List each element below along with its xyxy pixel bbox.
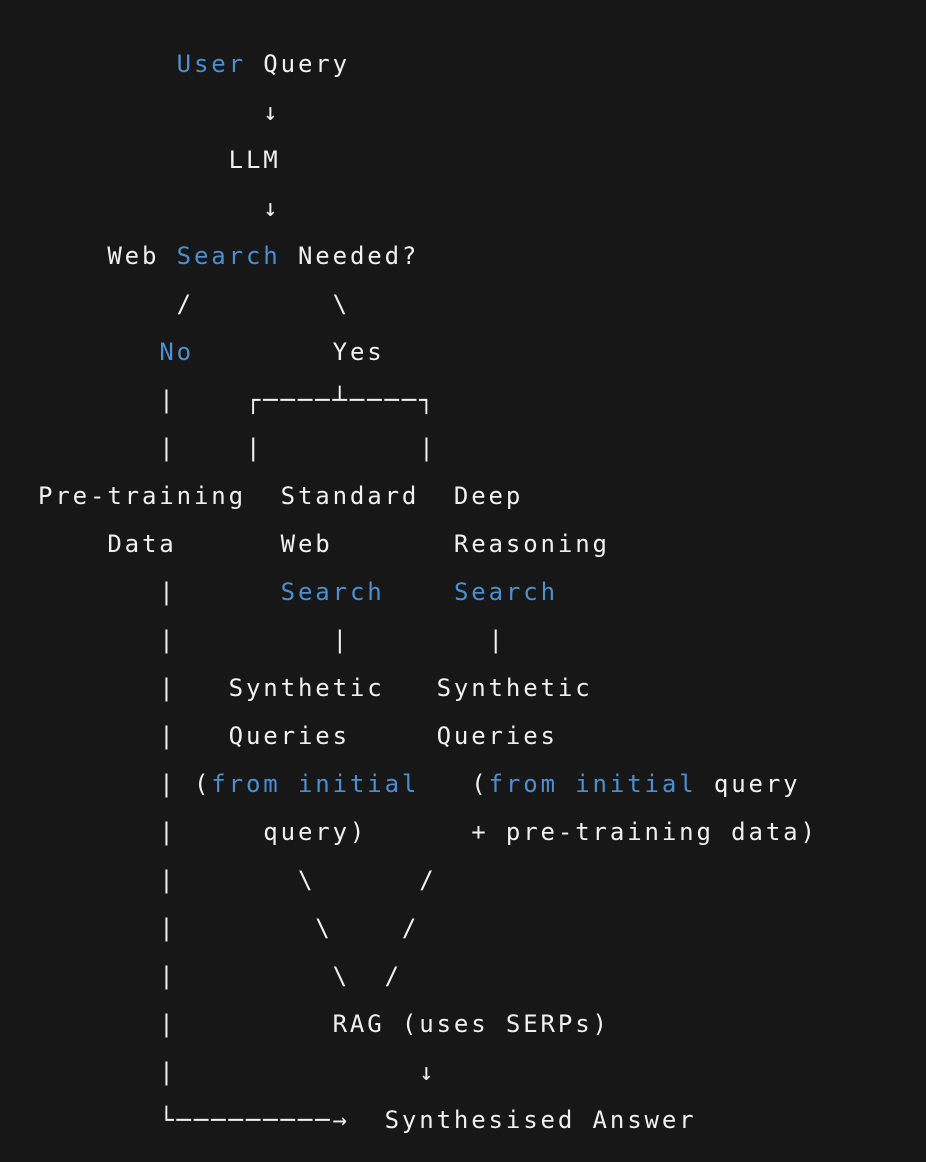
ascii-line: No Yes (38, 328, 385, 376)
text-token: | RAG (uses SERPs) (38, 1010, 610, 1038)
text-token: | ( (38, 770, 212, 798)
ascii-line: ↓ (38, 184, 281, 232)
ascii-line: / \ (38, 280, 350, 328)
text-token: | (38, 578, 281, 606)
text-token: | Queries Queries (38, 722, 558, 750)
text-token: query (696, 770, 801, 798)
ascii-line: LLM (38, 136, 281, 184)
ascii-line: | | | (38, 424, 437, 472)
text-token: └─────────→ Synthesised Answer (38, 1106, 697, 1134)
keyword-token: from initial (211, 770, 420, 798)
text-token: | query) + pre-training data) (38, 818, 818, 846)
text-token (38, 338, 159, 366)
text-token: Pre-training Standard Deep (38, 482, 524, 510)
text-token: Query (245, 50, 350, 78)
text-token: Needed? (280, 242, 420, 270)
keyword-token: Search (280, 578, 385, 606)
text-token (385, 578, 454, 606)
keyword-token: Search (453, 578, 558, 606)
text-token (38, 50, 177, 78)
text-token: LLM (38, 146, 281, 174)
ascii-line: | ┌────┴────┐ (38, 376, 437, 424)
text-token: | | | (38, 434, 437, 462)
text-token: Data Web Reasoning (38, 530, 610, 558)
text-token: ↓ (38, 194, 281, 222)
keyword-token: User (176, 50, 246, 78)
ascii-line: User Query (38, 40, 350, 88)
ascii-line: | Synthetic Synthetic (38, 664, 593, 712)
keyword-token: No (159, 338, 194, 366)
keyword-token: Search (176, 242, 281, 270)
ascii-line: | \ / (38, 856, 437, 904)
ascii-line: | query) + pre-training data) (38, 808, 818, 856)
ascii-line: ↓ (38, 88, 281, 136)
text-token: | \ / (38, 914, 420, 942)
text-token: | ┌────┴────┐ (38, 386, 437, 414)
ascii-line: └─────────→ Synthesised Answer (38, 1096, 697, 1144)
text-token: Yes (193, 338, 385, 366)
text-token: | \ / (38, 866, 437, 894)
ascii-line: Data Web Reasoning (38, 520, 610, 568)
text-token: ( (419, 770, 489, 798)
ascii-line: | RAG (uses SERPs) (38, 1000, 610, 1048)
ascii-line: | Search Search (38, 568, 558, 616)
ascii-line: | ↓ (38, 1048, 437, 1096)
ascii-line: | | | (38, 616, 506, 664)
keyword-token: from initial (488, 770, 697, 798)
text-token: | Synthetic Synthetic (38, 674, 593, 702)
text-token: / \ (38, 290, 350, 318)
text-token: ↓ (38, 98, 281, 126)
ascii-line: | (from initial (from initial query (38, 760, 801, 808)
ascii-line: | \ / (38, 904, 419, 952)
ascii-line: Web Search Needed? (38, 232, 419, 280)
text-token: Web (38, 242, 177, 270)
text-token: | ↓ (38, 1058, 437, 1086)
ascii-line: | Queries Queries (38, 712, 558, 760)
text-token: | | | (38, 626, 506, 654)
ascii-line: Pre-training Standard Deep (38, 472, 523, 520)
ascii-line: | \ / (38, 952, 402, 1000)
text-token: | \ / (38, 962, 402, 990)
